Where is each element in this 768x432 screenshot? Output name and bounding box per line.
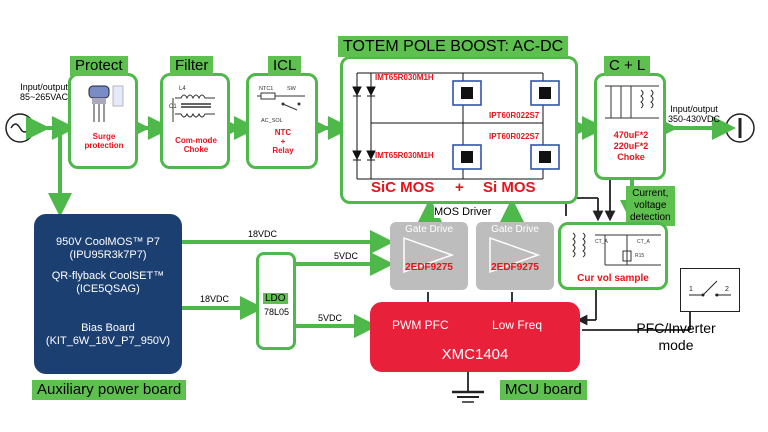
q-bottom-right-label: IPT60R022S7 [489,132,540,141]
input-label: Input/output 85~265VAC [20,82,68,102]
mode-switch-icon: 1 2 [680,268,740,312]
cl-caption-line1: 470uF*2 [613,130,649,140]
gate-drive-2: Gate Drive 2EDF9275 [476,222,554,290]
detection-line1: Current, [632,188,669,199]
aux-line3: QR-flyback CoolSET™ [51,270,165,282]
icl-ntc1-label: NTC1 [259,86,273,92]
mcu-board: PWM PFC Low Freq XMC1404 [370,302,580,372]
cur-vol-caption: Cur vol sample [577,273,649,284]
r15-label: R15 [635,253,644,259]
choke-schematic-icon: L4 C1 [167,82,227,132]
cl-caption-line2: 220uF*2 [613,141,649,151]
cl-title: C + L [604,56,651,76]
filter-title: Filter [170,56,214,76]
ac-source-icon [5,113,35,143]
q-top-left-label: IMT65R030M1H [375,73,434,82]
v18-left-label: 18VDC [200,294,230,304]
gate-drive-2-amp-icon [489,236,541,274]
icl-caption-line1: NTC [274,128,292,137]
aux-line2: (IPU95R3k7P7) [69,249,147,261]
plus-label: + [455,179,464,196]
input-label-line2: 85~265VAC [20,92,69,102]
gate-drive-2-name: 2EDF9275 [491,262,539,273]
cl-caption: 470uF*2 220uF*2 Choke [601,130,661,163]
ct-a-label-1: CT_A [595,239,608,245]
aux-line4: (ICE5QSAG) [76,283,140,295]
output-label-line2: 350-430VDC [668,114,721,124]
gate-drive-1-amp-icon [403,236,455,274]
ntc-relay-schematic-icon: NTC1 SW AC_SOL [253,82,313,128]
mode-label-line2: mode [658,337,694,353]
mode-label-line1: PFC/Inverter [636,320,716,336]
ct-a-label-2: CT_A [637,239,650,245]
aux-line5: Bias Board [81,322,135,334]
cur-vol-schematic-icon: CT_A CT_A R15 [572,232,661,266]
aux-board-label: Auxiliary power board [32,380,187,400]
current-voltage-detection-label: Current, voltage detection [626,186,675,226]
filter-block: L4 C1 Com-mode Choke [160,73,230,169]
protect-title: Protect [70,56,128,76]
switch-label-1: 1 [689,286,693,293]
cl-schematic-icon [605,85,659,119]
protect-block: Surge protection [68,73,138,169]
dc-output-icon [725,113,755,143]
v5-bottom-label: 5VDC [318,313,343,323]
icl-block: NTC1 SW AC_SOL NTC + Relay [246,73,318,169]
input-label-line1: Input/output [20,82,68,92]
surge-protector-icon [83,82,125,126]
filter-caption: Com-mode Choke [175,136,217,154]
protect-caption: Surge protection [84,132,124,150]
totem-pole-schematic [352,72,560,180]
gate-drive-2-title: Gate Drive [491,224,539,235]
v5-top-label: 5VDC [334,251,359,261]
icl-title: ICL [268,56,302,76]
detection-line3: detection [630,212,671,223]
mcu-board-label: MCU board [500,380,587,400]
icl-sw-label: SW [287,86,297,92]
mcu-name: XMC1404 [441,346,509,363]
gate-drive-1: Gate Drive 2EDF9275 [390,222,468,290]
ldo-title: LDO [263,293,288,304]
q-top-right-label: IPT60R022S7 [489,111,540,120]
ldo-block: LDO 78L05 [256,252,296,350]
cl-caption-line3: Choke [617,152,645,162]
totem-pole-title: TOTEM POLE BOOST: AC-DC [338,36,569,57]
aux-line1: 950V CoolMOS™ P7 [56,236,160,248]
aux-line6: (KIT_6W_18V_P7_950V) [45,335,171,347]
si-mos-label: Si MOS [483,179,536,196]
gate-drive-1-title: Gate Drive [405,224,453,235]
gate-drive-1-name: 2EDF9275 [405,262,453,273]
output-label-line1: Input/output [670,104,718,114]
switch-label-2: 2 [725,286,729,293]
cur-vol-sample-block: CT_A CT_A R15 Cur vol sample [558,222,668,290]
v18-top-label: 18VDC [248,229,278,239]
filter-l4-label: L4 [179,86,186,92]
icl-caption-line2: + [280,137,286,146]
sic-mos-label: SiC MOS [371,179,435,196]
detection-line2: voltage [634,200,667,211]
cl-block: 470uF*2 220uF*2 Choke [594,73,666,180]
mode-label: PFC/Inverter mode [626,320,726,354]
mcu-pwm-pfc: PWM PFC [392,318,449,332]
icl-caption-line3: Relay [272,146,294,155]
ldo-part: 78L05 [264,307,290,317]
output-label: Input/output 350-430VDC [668,104,720,124]
auxiliary-power-board: 950V CoolMOS™ P7 (IPU95R3k7P7) QR-flybac… [34,214,182,374]
mcu-low-freq: Low Freq [492,318,543,332]
icl-acsol-label: AC_SOL [261,118,283,124]
mos-driver-label: MOS Driver [434,206,492,218]
icl-caption: NTC + Relay [251,128,315,155]
q-bottom-left-label: IMT65R030M1H [375,151,434,160]
totem-pole-block: IMT65R030M1H IMT65R030M1H IPT60R022S7 IP… [340,56,578,204]
